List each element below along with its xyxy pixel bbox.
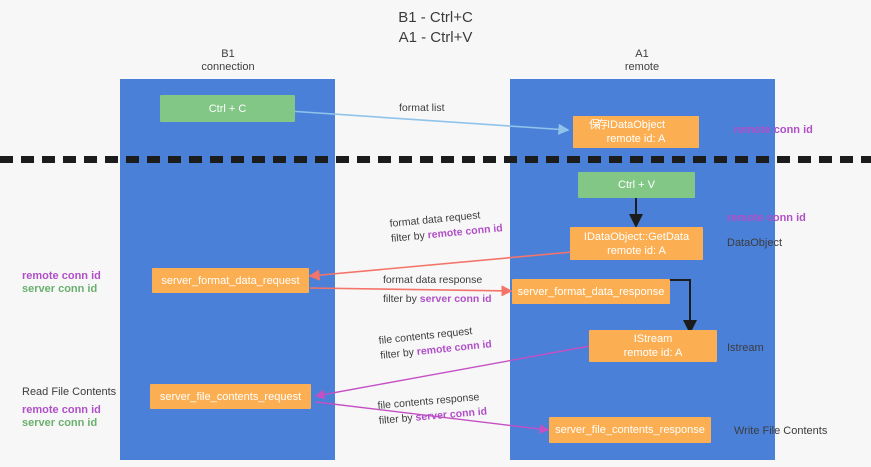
page-title: B1 - Ctrl+C A1 - Ctrl+V <box>0 8 871 48</box>
node-getdata[interactable]: IDataObject::GetData remote id: A <box>570 227 703 260</box>
title-line-2: A1 - Ctrl+V <box>398 29 473 46</box>
filter-prefix-2: filter by <box>383 293 420 305</box>
filter-prefix: filter by <box>390 229 429 245</box>
annotation-left-remote-conn-id: remote conn id <box>22 270 101 282</box>
node-idataobject-artifact: 保存 <box>588 119 608 131</box>
node-ctrl-v[interactable]: Ctrl + V <box>578 172 695 198</box>
annotation-istream: Istream <box>727 342 764 354</box>
node-server-file-contents-response[interactable]: server_file_contents_response <box>549 417 711 443</box>
edge-label-format-data-request: format data request filter by remote con… <box>389 206 503 247</box>
filter-value-2: server conn id <box>419 293 492 305</box>
column-header-a1: A1 remote <box>557 48 727 74</box>
filter-prefix-3: filter by <box>379 346 418 362</box>
phase-divider <box>0 156 871 163</box>
column-header-b1-name: B1 <box>221 48 235 60</box>
annotation-left-server-conn-id: server conn id <box>22 283 98 295</box>
column-header-b1: B1 connection <box>143 48 313 74</box>
node-istream-sub: remote id: A <box>623 347 683 359</box>
title-line-1: B1 - Ctrl+C <box>398 9 473 26</box>
edge-label-format-data-response: format data response filter by server co… <box>383 273 492 307</box>
column-header-a1-role: remote <box>624 61 660 73</box>
node-server-file-contents-response-label: server_file_contents_response <box>555 424 705 436</box>
node-server-format-data-request-label: server_format_data_request <box>161 274 300 287</box>
edge-label-format-list: format list <box>399 101 445 116</box>
annotation-dataobject: DataObject <box>727 237 783 249</box>
node-server-file-contents-request-label: server_file_contents_request <box>159 390 302 403</box>
node-ctrl-c-label: Ctrl + C <box>208 102 247 115</box>
filter-prefix-4: filter by <box>378 411 417 427</box>
column-header-b1-role: connection <box>201 61 255 73</box>
node-getdata-sub: remote id: A <box>607 244 666 257</box>
annotation-remote-conn-id-top: remote conn id <box>734 124 813 136</box>
edge-label-file-contents-response: file contents response filter by server … <box>377 390 488 429</box>
annotation-read-file-contents: Read File Contents <box>22 386 117 398</box>
column-header-a1-name: A1 <box>635 48 649 60</box>
edge-label-file-contents-request: file contents request filter by remote c… <box>378 322 493 364</box>
node-server-format-data-request[interactable]: server_format_data_request <box>152 268 309 293</box>
node-server-file-contents-request[interactable]: server_file_contents_request <box>150 384 311 409</box>
node-istream[interactable]: IStream remote id: A <box>589 330 717 362</box>
node-server-format-data-response-label: server_format_data_response <box>517 285 665 298</box>
edge-label-format-data-response-text: format data response <box>383 274 483 286</box>
node-getdata-label: IDataObject::GetData <box>583 230 690 243</box>
node-ctrl-c[interactable]: Ctrl + C <box>160 95 295 122</box>
annotation-write-file-contents: Write File Contents <box>734 425 828 437</box>
node-idataobject-sub: remote id: A <box>606 133 666 145</box>
annotation-left-remote-conn-id-2: remote conn id <box>22 404 101 416</box>
annotation-left-server-conn-id-2: server conn id <box>22 417 98 429</box>
edge-label-format-list-text: format list <box>399 102 445 114</box>
annotation-remote-conn-id-mid: remote conn id <box>727 212 806 224</box>
edge-label-format-data-response-filter: filter by server conn id <box>383 292 492 307</box>
node-idataobject-title: IDataObject <box>606 119 666 131</box>
node-istream-label: IStream <box>633 333 673 345</box>
node-server-format-data-response[interactable]: server_format_data_response <box>512 279 670 304</box>
node-ctrl-v-label: Ctrl + V <box>618 179 655 191</box>
